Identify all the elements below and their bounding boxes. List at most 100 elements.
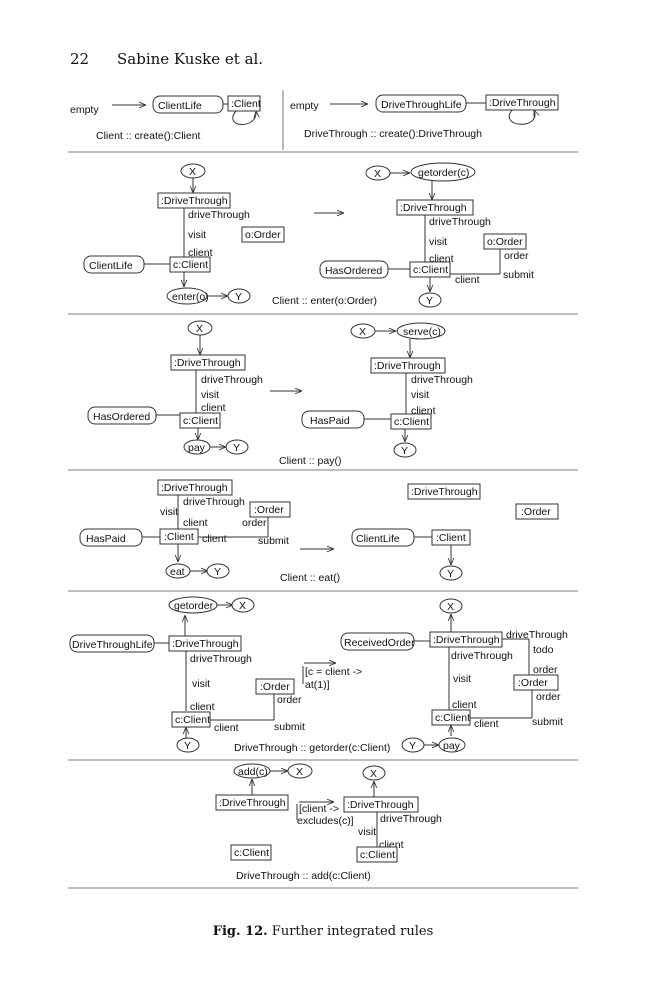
condition-getorder-1: [c = client -> <box>305 666 362 678</box>
node-has-ordered-label: HasOrdered <box>325 265 382 277</box>
node-client <box>227 95 261 112</box>
node-drive-through <box>343 796 419 813</box>
node-client-label: :Client <box>164 531 194 543</box>
edge-client: client <box>452 699 477 711</box>
node-order-label: :Order <box>521 506 551 518</box>
edge-submit: submit <box>274 721 305 733</box>
label-empty: empty <box>70 104 99 116</box>
edge-submit: submit <box>258 535 289 547</box>
edge-visit: visit <box>192 678 210 690</box>
node-client-life-label: ClientLife <box>89 260 133 272</box>
node-y-label: Y <box>235 291 242 303</box>
figure-caption: Fig. 12. Further integrated rules <box>0 924 646 939</box>
rule-add: add(c) X :DriveThrough c:Client [client … <box>215 763 442 882</box>
edge-client: client <box>214 722 239 734</box>
node-y-label: Y <box>447 568 454 580</box>
edge-visit: visit <box>411 389 429 401</box>
edge-drive-through: driveThrough <box>188 209 250 221</box>
node-y <box>176 737 200 753</box>
node-y-label: Y <box>184 740 191 752</box>
node-order-o-label: o:Order <box>245 229 281 241</box>
node-serve-op-label: serve(c) <box>403 326 441 338</box>
node-client-c-label: c:Client <box>435 712 470 724</box>
node-drive-through-label: :DriveThrough <box>172 638 239 650</box>
rule-client-create: empty ClientLife :Client Client :: creat… <box>70 95 261 142</box>
node-y <box>206 563 230 579</box>
rule-name-add: DriveThrough :: add(c:Client) <box>236 870 371 882</box>
node-y-label: Y <box>233 442 240 454</box>
node-drive-through-label: :DriveThrough <box>219 797 286 809</box>
node-x <box>231 597 255 613</box>
edge-drive-through: driveThrough <box>380 813 442 825</box>
node-x <box>439 598 463 614</box>
node-client-c <box>171 711 211 728</box>
node-client-c <box>179 412 221 429</box>
rule-name-drivethrough-create: DriveThrough :: create():DriveThrough <box>304 128 482 140</box>
node-x <box>362 765 386 781</box>
edge-drive-through: driveThrough <box>451 650 513 662</box>
node-x-label: X <box>196 323 203 335</box>
edge-client: client <box>455 274 480 286</box>
node-drive-through <box>485 94 559 111</box>
node-drive-through-label: :DriveThrough <box>174 357 241 369</box>
node-client-c <box>390 413 432 430</box>
edge-visit: visit <box>201 389 219 401</box>
node-getorder-op-label: getorder(c) <box>418 167 469 179</box>
node-client-life-label: ClientLife <box>356 533 400 545</box>
node-order-o-label: o:Order <box>487 236 523 248</box>
node-drive-through-label: :DriveThrough <box>411 486 478 498</box>
node-drive-through <box>215 794 289 811</box>
condition-add-1: [client -> <box>299 803 339 815</box>
node-order <box>513 674 559 691</box>
node-y-label: Y <box>426 295 433 307</box>
node-y <box>225 439 249 455</box>
node-client-life-label: ClientLife <box>158 100 202 112</box>
node-order <box>515 503 559 520</box>
node-x-label: X <box>189 166 196 178</box>
edge-client: client <box>201 402 226 414</box>
edge-drive-through: driveThrough <box>183 496 245 508</box>
node-drive-through-label: :DriveThrough <box>433 634 500 646</box>
running-header-authors: Sabine Kuske et al. <box>117 50 264 68</box>
edge-submit: submit <box>503 269 534 281</box>
edge-visit: visit <box>358 826 376 838</box>
node-y <box>418 292 442 308</box>
node-x-label: X <box>370 768 377 780</box>
node-add-op-label: add(c) <box>238 766 268 778</box>
edge-drive-through: driveThrough <box>411 374 473 386</box>
node-pay-op-label: pay <box>188 442 206 454</box>
node-order-o <box>241 226 285 243</box>
node-client-c <box>169 256 211 273</box>
node-received-order-label: ReceivedOrder <box>344 637 415 649</box>
rule-eat: :DriveThrough driveThrough visit client … <box>79 479 559 584</box>
page-number: 22 <box>70 50 90 68</box>
node-y-label: Y <box>409 740 416 752</box>
node-has-paid-label: HasPaid <box>86 533 126 545</box>
self-loop <box>508 110 535 125</box>
node-serve-op <box>396 322 446 340</box>
node-client-c-label: c:Client <box>234 847 269 859</box>
condition-getorder-2: at(1)] <box>305 679 330 691</box>
rule-drivethrough-create: empty DriveThroughLife :DriveThrough Dri… <box>290 94 559 140</box>
node-client-c-label: c:Client <box>413 264 448 276</box>
edge-client: client <box>190 701 215 713</box>
node-client-c-label: c:Client <box>360 849 395 861</box>
node-order-o <box>483 233 527 250</box>
node-y-label: Y <box>401 445 408 457</box>
node-x-label: X <box>374 168 381 180</box>
edge-order: order <box>536 691 561 703</box>
node-order-label: :Order <box>260 681 290 693</box>
edge-visit: visit <box>188 229 206 241</box>
node-drive-through-label: :DriveThrough <box>374 360 441 372</box>
node-y-label: Y <box>214 566 221 578</box>
node-client-c <box>230 844 272 861</box>
label-empty: empty <box>290 100 319 112</box>
edge-order: order <box>277 694 302 706</box>
node-drive-through-life-label: DriveThroughLife <box>72 639 153 651</box>
edge-submit: submit <box>532 716 563 728</box>
rule-name-eat: Client :: eat() <box>280 572 340 584</box>
node-client-c-label: c:Client <box>183 415 218 427</box>
node-x <box>287 763 313 779</box>
node-drive-through-label: :DriveThrough <box>161 482 228 494</box>
